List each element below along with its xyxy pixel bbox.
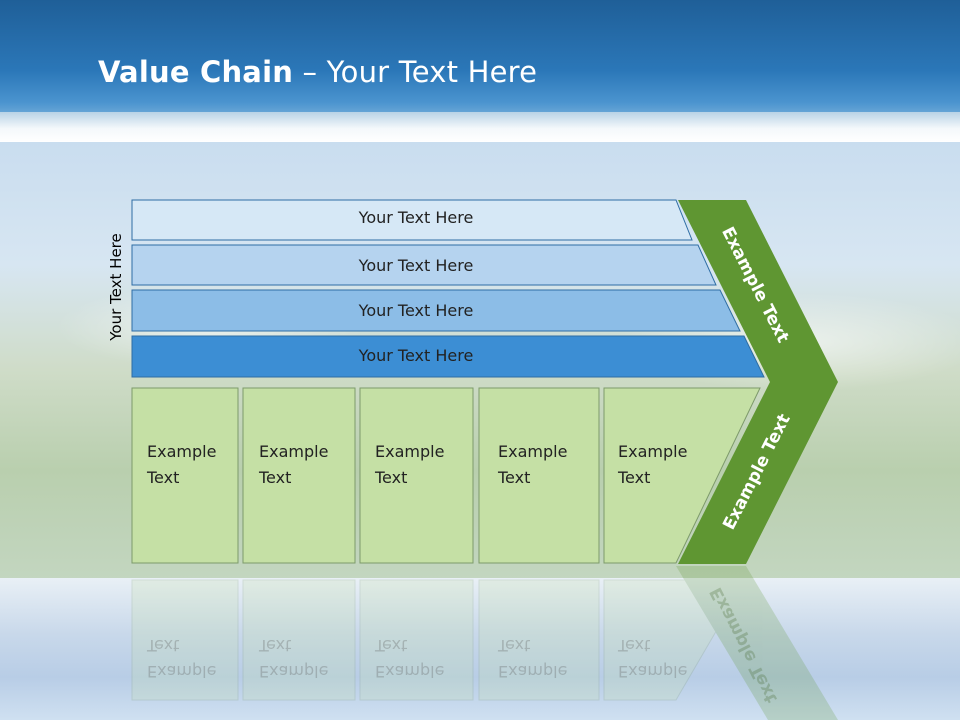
box-4 (478, 387, 600, 564)
box-5-reflection: Example Text (618, 636, 688, 681)
bar-1 (131, 199, 693, 241)
box-3-reflection: Example Text (375, 636, 445, 681)
box-4-label: Example Text (498, 442, 568, 487)
box-2-label: Example Text (259, 442, 329, 487)
title-rest: – Your Text Here (293, 55, 538, 89)
box-3-label: Example Text (375, 442, 445, 487)
reflection-zone (0, 578, 960, 720)
chevron-arrow (678, 200, 838, 564)
reflection-shapes (131, 566, 838, 720)
box-5 (603, 387, 761, 564)
box-5-label: Example Text (618, 442, 688, 487)
box-2-reflection: Example Text (259, 636, 329, 681)
bar-2-label: Your Text Here (358, 256, 474, 275)
title-bold: Value Chain (98, 55, 294, 89)
box-3 (359, 387, 474, 564)
box-1 (131, 387, 239, 564)
bar-3-label: Your Text Here (358, 301, 474, 320)
slide-header (0, 0, 960, 128)
bar-3 (131, 289, 741, 332)
header-band (0, 112, 960, 142)
box-4-reflection: Example Text (498, 636, 568, 681)
box-1-label: Example Text (147, 442, 217, 487)
slide-title: Value Chain – Your Text Here (98, 55, 537, 89)
box-2 (242, 387, 356, 564)
bar-4 (131, 335, 765, 378)
box-1-reflection: Example Text (147, 636, 217, 681)
bar-4-label: Your Text Here (358, 346, 474, 365)
bar-1-label: Your Text Here (358, 208, 474, 227)
vertical-label: Your Text Here (107, 233, 125, 341)
bar-2 (131, 244, 717, 286)
